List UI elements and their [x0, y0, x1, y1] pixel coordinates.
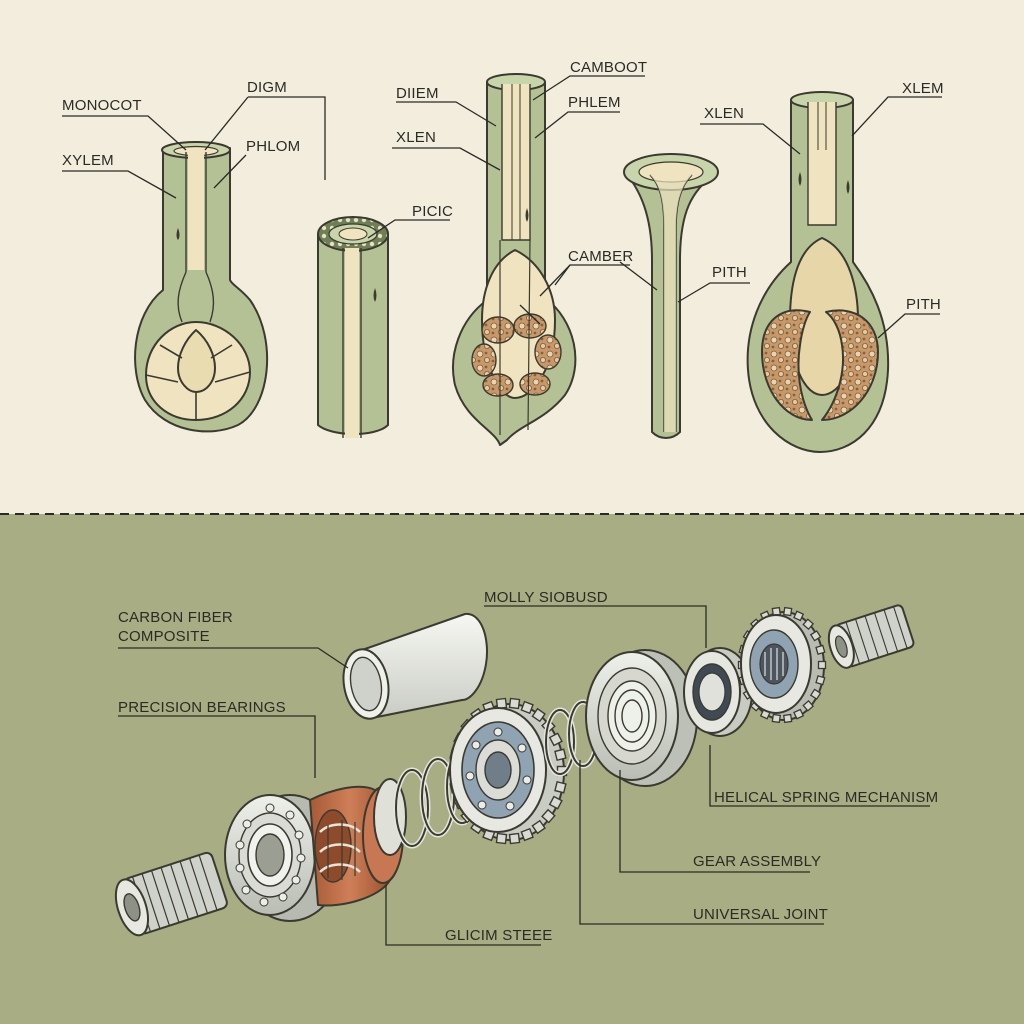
label-xlem: XLEM	[902, 80, 944, 97]
label-composite: COMPOSITE	[118, 628, 210, 645]
gear-tooth	[531, 819, 546, 835]
gear-secondary	[737, 606, 827, 724]
plant-labels: MONOCOT DIGM XYLEM PHLOM PICIC DIIEM XLE…	[62, 59, 944, 313]
label-pith-right: PITH	[906, 296, 941, 313]
gear-tooth	[782, 606, 793, 617]
mechanism-leader-lines	[118, 605, 930, 946]
gear-tooth	[554, 748, 567, 762]
label-xlen-right: XLEN	[704, 105, 744, 122]
gear-tooth	[771, 713, 782, 724]
label-phlom: PHLOM	[246, 138, 300, 155]
copper-housing	[309, 785, 404, 907]
gear-tooth	[520, 827, 534, 842]
carbon-fiber-tube	[342, 612, 488, 720]
gear-tooth	[554, 780, 567, 794]
gear-tooth	[817, 660, 827, 670]
small-bearing	[683, 647, 753, 737]
label-diiem: DIIEM	[396, 85, 439, 102]
label-glicim-steee: GLICIM STEEE	[445, 927, 552, 944]
gear-tooth	[802, 618, 815, 631]
label-monocot: MONOCOT	[62, 97, 142, 114]
label-pith: PITH	[712, 264, 747, 281]
gear-tooth	[809, 630, 822, 642]
gear-assembly-ring	[585, 649, 698, 787]
gear-primary	[448, 697, 568, 845]
splined-shaft-right	[827, 604, 915, 669]
mechanism-labels: CARBON FIBER COMPOSITE MOLLY SIOBUSD PRE…	[118, 589, 938, 944]
gear-tooth	[802, 699, 815, 712]
gear-tooth	[508, 832, 521, 845]
stem-tall-bulb	[452, 73, 577, 446]
gear-tooth	[815, 675, 826, 686]
gear-tooth	[508, 697, 521, 710]
gear-tooth	[809, 688, 822, 700]
label-camber: CAMBER	[568, 248, 633, 265]
label-helical-spring: HELICAL SPRING MECHANISM	[714, 789, 938, 806]
gear-tooth	[495, 832, 508, 845]
label-gear-assembly: GEAR ASSEMBLY	[693, 853, 821, 870]
gear-tooth	[548, 795, 563, 810]
gear-tooth	[782, 713, 793, 724]
gear-tooth	[815, 644, 826, 655]
gear-tooth	[531, 707, 546, 723]
gear-tooth	[548, 732, 563, 747]
label-carbon-fiber: CARBON FIBER	[118, 609, 233, 626]
label-camboot: CAMBOOT	[570, 59, 647, 76]
plant-leader-lines	[62, 75, 942, 339]
label-xlen: XLEN	[396, 129, 436, 146]
label-phlem: PHLEM	[568, 94, 621, 111]
label-universal-joint: UNIVERSAL JOINT	[693, 906, 828, 923]
label-molly-siobusd: MOLLY SIOBUSD	[484, 589, 608, 606]
stem-dicot-bulb	[746, 91, 890, 453]
gear-tooth	[793, 708, 805, 720]
splined-shaft-left	[114, 851, 228, 937]
stem-cylinder	[317, 216, 389, 438]
label-precision-bearings: PRECISION BEARINGS	[118, 699, 286, 716]
label-digm: DIGM	[247, 79, 287, 96]
gear-tooth	[541, 808, 556, 824]
gear-tooth	[520, 700, 534, 715]
gear-tooth	[793, 610, 805, 622]
label-xylem: XYLEM	[62, 152, 114, 169]
stem-funnel	[623, 153, 719, 439]
label-picic: PICIC	[412, 203, 453, 220]
